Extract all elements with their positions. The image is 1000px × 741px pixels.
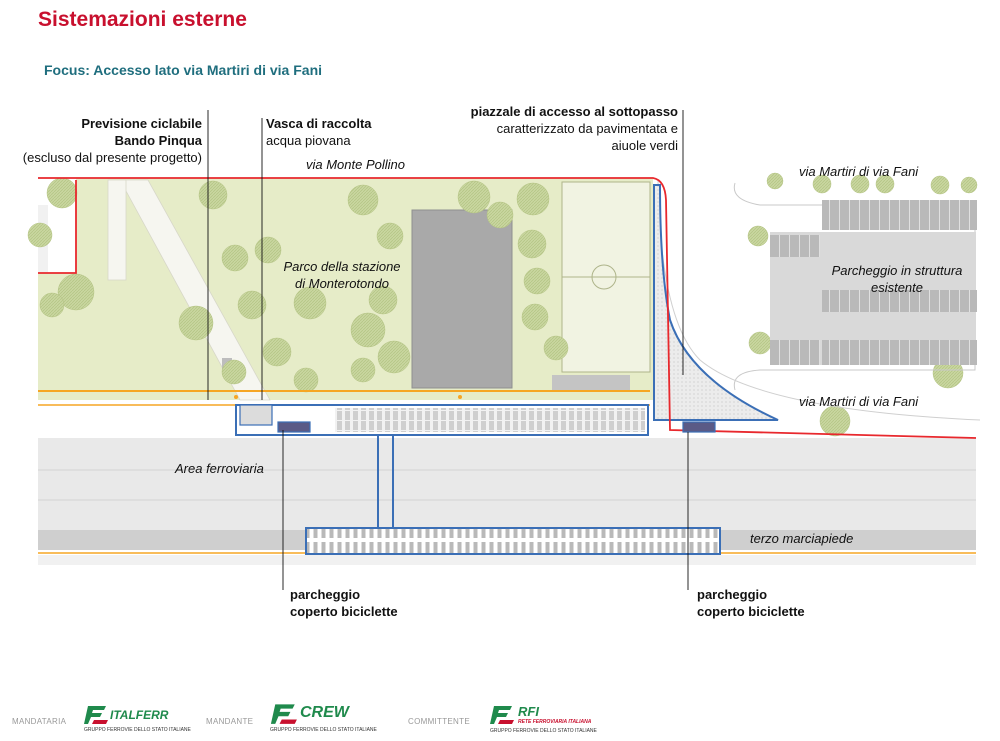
project-boundary-left: [38, 180, 77, 274]
rfi-name: RFI: [518, 704, 539, 719]
callout-underpass-square: piazzale di accesso al sottopasso caratt…: [440, 103, 678, 154]
callout-rain-tank: Vasca di raccolta acqua piovana: [266, 115, 372, 149]
footer-mandataria-label: MANDATARIA: [12, 717, 67, 726]
callout-bike-parking-right-line2: coperto biciclette: [697, 604, 805, 619]
sports-building: [411, 209, 513, 389]
label-park-line2: di Monterotondo: [295, 276, 389, 291]
bike-shelter-right: [682, 421, 716, 433]
callout-bike-parking-left-line2: coperto biciclette: [290, 604, 398, 619]
callout-cycle-path-line1: Previsione ciclabile: [81, 116, 202, 131]
footer-committente-label: COMMITTENTE: [408, 717, 470, 726]
callout-cycle-path-line2: Bando Pinqua: [114, 133, 202, 148]
underpass-connector: [377, 435, 394, 528]
label-parking-line2: esistente: [870, 280, 924, 295]
third-platform-shelter: [305, 527, 721, 555]
page-title: Sistemazioni esterne: [38, 8, 247, 31]
footer-mandante-label: MANDANTE: [206, 717, 254, 726]
callout-cycle-path-line3: (escluso dal presente progetto): [22, 150, 202, 165]
crew-name: CREW: [300, 704, 349, 721]
fs-mark-icon: [84, 706, 108, 724]
label-via-fani-top: via Martiri di via Fani: [799, 164, 919, 179]
leader-lines: [207, 110, 689, 590]
label-third-platform: terzo marciapiede: [750, 531, 854, 546]
label-park: Parco della stazione di Monterotondo: [276, 258, 408, 292]
italferr-sub: GRUPPO FERROVIE DELLO STATO ITALIANE: [84, 727, 191, 733]
trees: [27, 172, 978, 437]
project-platform: [235, 404, 716, 436]
football-pitch: [552, 181, 651, 391]
rfi-logo: RFI RETE FERROVIARIA ITALIANA GRUPPO FER…: [490, 700, 610, 736]
callout-bike-parking-left-line1: parcheggio: [290, 587, 361, 602]
label-via-fani-bottom: via Martiri di via Fani: [799, 394, 919, 409]
callout-underpass-square-line2: caratterizzato da pavimentata e: [496, 121, 678, 136]
page-subtitle: Focus: Accesso lato via Martiri di via F…: [44, 62, 323, 78]
rail-area: [38, 438, 976, 565]
callout-bike-parking-right-line1: parcheggio: [697, 587, 768, 602]
label-parking-line1: Parcheggio in struttura: [831, 263, 963, 278]
callout-rain-tank-line2: acqua piovana: [266, 133, 351, 148]
callout-cycle-path: Previsione ciclabile Bando Pinqua (esclu…: [0, 115, 202, 166]
rfi-sub2: GRUPPO FERROVIE DELLO STATO ITALIANE: [490, 728, 597, 734]
crew-sub: GRUPPO FERROVIE DELLO STATO ITALIANE: [270, 727, 377, 733]
fs-mark-icon: [490, 706, 514, 724]
callout-bike-parking-right: parcheggio coperto biciclette: [697, 586, 805, 620]
rfi-sub1: RETE FERROVIARIA ITALIANA: [518, 719, 592, 725]
label-park-line1: Parco della stazione: [283, 259, 401, 274]
park-path-vertical: [107, 179, 127, 281]
fs-mark-icon: [270, 704, 297, 724]
callout-rain-tank-line1: Vasca di raccolta: [266, 116, 372, 131]
italferr-logo: ITALFERR GRUPPO FERROVIE DELLO STATO ITA…: [84, 700, 191, 734]
bike-shelter-left: [277, 421, 311, 433]
parking-structure: [733, 182, 977, 391]
label-parking-structure: Parcheggio in struttura esistente: [822, 262, 972, 296]
callout-underpass-square-line1: piazzale di accesso al sottopasso: [470, 104, 678, 119]
crew-logo: CREW GRUPPO FERROVIE DELLO STATO ITALIAN…: [270, 698, 377, 734]
italferr-name: ITALFERR: [110, 708, 169, 722]
callout-underpass-square-line3: aiuole verdi: [611, 138, 679, 153]
road-curb: [657, 179, 981, 421]
label-rail-area: Area ferroviaria: [175, 461, 264, 476]
project-boundary: [38, 177, 977, 439]
underpass-square: [653, 184, 779, 421]
label-via-monte-pollino: via Monte Pollino: [306, 157, 405, 172]
callout-bike-parking-left: parcheggio coperto biciclette: [290, 586, 398, 620]
